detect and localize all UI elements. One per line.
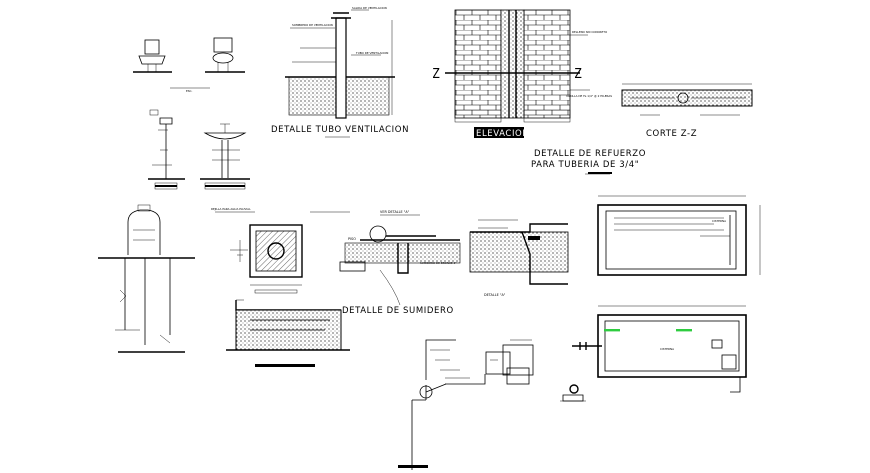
cisterna-section xyxy=(597,204,747,276)
note-varilla: VARILLA DE Fe 1/4" @ 2 HILERAS xyxy=(566,94,612,98)
title-sumidero: DETALLE DE SUMIDERO xyxy=(342,306,454,316)
elevacion-title-bar xyxy=(474,127,524,138)
title-refuerzo-line2: PARA TUBERIA DE 3/4" xyxy=(531,160,639,170)
brick-wall-right xyxy=(523,9,571,119)
note-cisterna-plan: CISTERNA xyxy=(660,347,674,351)
lavatory-elevations xyxy=(148,109,250,190)
green-marker-right xyxy=(676,329,692,332)
section-z-z: CORTE Z-Z xyxy=(621,83,753,139)
svg-text:ESC.: ESC. xyxy=(186,89,192,93)
title-elevacion: ELEVACION xyxy=(476,129,529,139)
note-piso: PISO xyxy=(348,237,356,241)
note-tubo-ventilacion: TUBO DE VENTILACION xyxy=(355,51,388,55)
cisterna-plan-box xyxy=(597,314,747,378)
piping-isometric xyxy=(398,339,534,470)
note-sumidero-bronce: SUMIDERO DE BRONCE 2" xyxy=(420,261,457,265)
title-corte: CORTE Z-Z xyxy=(646,129,697,139)
title-tubo-ventilacion: DETALLE TUBO VENTILACION xyxy=(271,125,409,135)
title-detalle-a: DETALLE "A" xyxy=(484,293,506,297)
toilet-front-view xyxy=(205,37,245,73)
sumidero-plan: REJILLA PARA AGUA PLUVIAL xyxy=(211,207,350,294)
lavatory-side-view xyxy=(148,109,185,180)
note-rejilla: REJILLA PARA AGUA PLUVIAL xyxy=(211,207,251,211)
green-marker-left xyxy=(604,329,620,332)
section-mark-z-left: Z xyxy=(432,67,440,82)
small-fixture-detail xyxy=(560,384,586,402)
detail-a-slab xyxy=(469,231,569,273)
cisterna-plan: CISTERNA xyxy=(572,305,747,393)
toilet-side-view xyxy=(133,39,172,73)
note-cisterna: CISTERNA xyxy=(712,219,726,223)
reinforced-core xyxy=(500,9,525,119)
detail-a: DETALLE "A" xyxy=(469,219,569,297)
tank-elevation xyxy=(98,204,195,353)
vent-pipe xyxy=(335,17,347,119)
sumidero-long-section xyxy=(226,299,350,367)
note-salida-ventilacion: SALIDA DE VENTILACION xyxy=(352,6,387,10)
section-mark-z-right: Z xyxy=(574,67,582,82)
scale-bars xyxy=(155,172,612,187)
section-z-beam xyxy=(621,89,753,107)
title-refuerzo-line1: DETALLE DE REFUERZO xyxy=(534,149,646,159)
label-ver-detalle: VER DETALLE "A" xyxy=(380,210,410,214)
cisterna-elevation: CISTERNA xyxy=(597,195,761,276)
brick-wall-elevation: Z Z RELLENO SIN CONCRETO VARILLA DE Fe 1… xyxy=(432,9,646,175)
sumidero-section: PISO SUMIDERO DE BRONCE 2" VER DETALLE "… xyxy=(339,210,461,316)
note-relleno: RELLENO SIN CONCRETO xyxy=(572,30,608,34)
toilet-elevations: ESC. xyxy=(133,37,245,93)
drain-grate-inner xyxy=(255,230,297,272)
vent-pipe-detail: SOMBRERO DE VENTILACION SALIDA DE VENTIL… xyxy=(271,6,409,138)
lavatory-front-view xyxy=(200,123,250,180)
section-floor-fill xyxy=(344,242,461,264)
brick-wall-left xyxy=(454,9,502,119)
note-sombrero: SOMBRERO DE VENTILACION xyxy=(292,23,333,27)
